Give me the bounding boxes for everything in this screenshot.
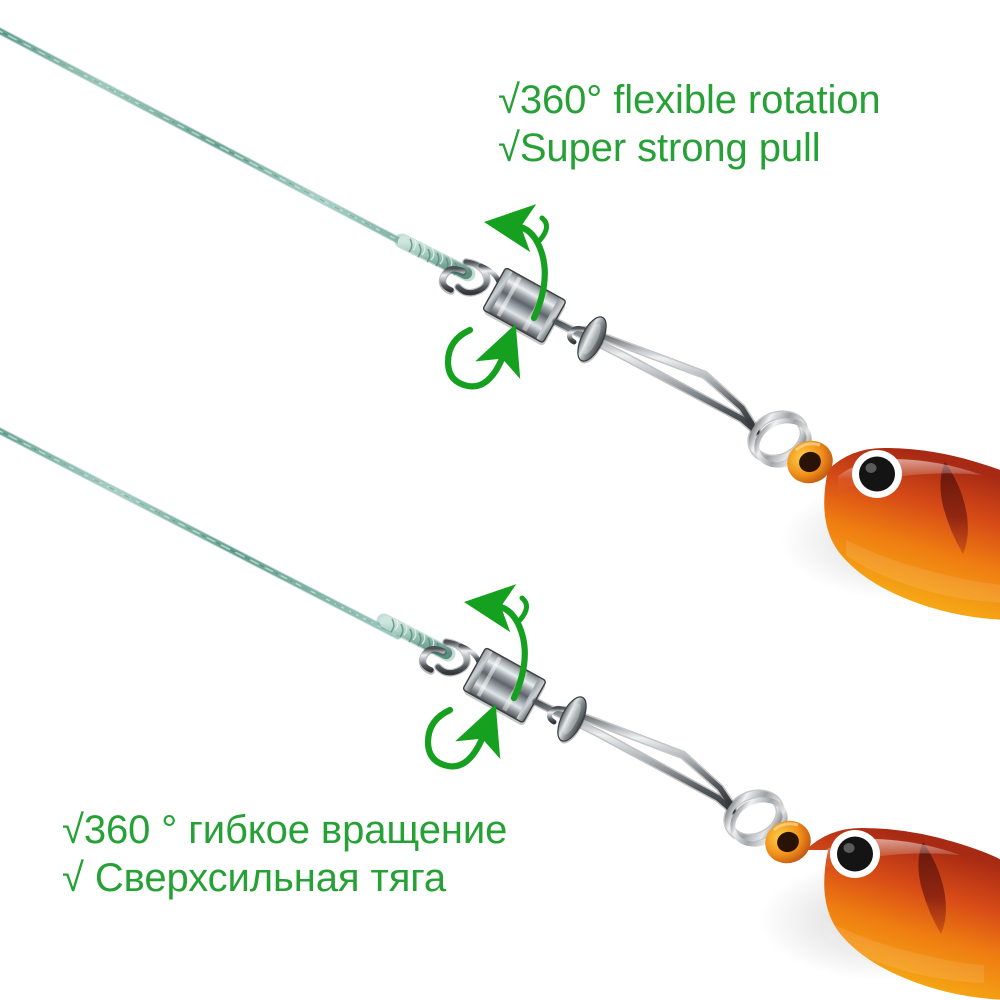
rotation-arrow-bottom-upper xyxy=(464,584,529,702)
braided-fishing-line-bottom xyxy=(0,426,402,640)
feature-line-ru-2: √ Сверхсильная тяга xyxy=(62,856,447,900)
split-ring-top xyxy=(747,410,812,468)
fishing-lure-bottom xyxy=(758,820,1000,1000)
swivel-barrel-bottom xyxy=(463,647,546,726)
rotation-arrow-top-lower xyxy=(444,323,521,390)
fishing-lure-top xyxy=(780,440,1000,620)
snap-lock-sleeve-bottom xyxy=(557,696,587,744)
feature-line-en-2: √Super strong pull xyxy=(498,126,821,170)
braided-fishing-line-top xyxy=(0,26,436,262)
swivel-eye-top xyxy=(438,258,502,297)
swivel-barrel-top xyxy=(483,267,566,346)
feature-callout-russian: √360 ° гибкое вращение √ Сверхсильная тя… xyxy=(62,806,507,902)
feature-callout-english: √360° flexible rotation √Super strong pu… xyxy=(498,76,881,172)
feature-line-ru-1: √360 ° гибкое вращение xyxy=(62,808,508,852)
feature-line-en-1: √360° flexible rotation xyxy=(498,78,881,122)
assembly-top xyxy=(0,26,1000,620)
snap-lock-sleeve-top xyxy=(577,316,607,364)
assembly-bottom xyxy=(0,426,1000,1000)
rotation-arrow-bottom-lower xyxy=(424,703,501,770)
rotation-arrow-top-upper xyxy=(484,204,549,322)
